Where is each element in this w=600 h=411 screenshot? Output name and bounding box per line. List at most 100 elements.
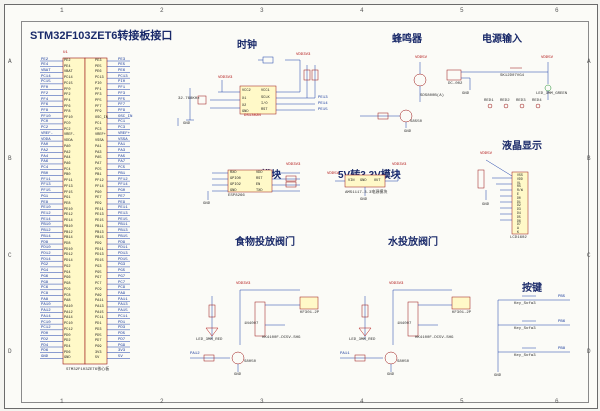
mcu-ref: U1: [63, 51, 68, 55]
rtc-pin-vcc1: VCC1: [261, 89, 270, 93]
wifi-pin-en: EN: [256, 183, 261, 187]
mcu-left-net-label: PA8: [41, 297, 49, 302]
wifi-vdd3v3: VDD3V3: [286, 163, 301, 167]
mcu-left-pin-label: PE12: [64, 213, 73, 218]
mcu-right-pin-label: PC11: [95, 316, 104, 321]
mcu-right-net-label: PC7: [118, 280, 126, 285]
mcu-left-net-label: PD12: [41, 251, 51, 256]
mcu-left-pin-label: VDDA: [64, 139, 73, 144]
mcu-right-pin-label: PF5: [95, 99, 102, 104]
mcu-right-net-label: PC13: [118, 74, 128, 79]
mcu-left-pin-label: VBAT: [64, 70, 73, 75]
mcu-left-net-label: PA2: [41, 149, 49, 154]
buzzer-transistor: S8550: [410, 120, 423, 124]
title-keys: 按键: [522, 283, 542, 294]
mcu-left-net-label: PE12: [41, 211, 51, 216]
wifi-pin-gpio0: GPIO0: [230, 177, 241, 181]
mcu-left-net-label: PF4: [41, 97, 49, 102]
mcu-right-net-label: PA15: [118, 309, 128, 314]
reg-ref: AMS1117-3.3电源模块: [345, 191, 388, 195]
mcu-left-net-label: PD2: [41, 337, 49, 342]
mcu-right-pin-label: 3V3: [95, 350, 102, 355]
food-net: PA12: [190, 352, 200, 356]
water-net: PA11: [340, 352, 350, 356]
mcu-right-net-label: PG3: [118, 263, 126, 268]
mcu-left-net-label: PF15: [41, 189, 51, 194]
water-led: LED_3MM_RED: [349, 338, 376, 342]
mcu-left-pin-label: PB0: [64, 173, 71, 178]
mcu-left-net-label: PC4: [41, 166, 49, 171]
mcu-right-pin-label: PA1: [95, 144, 102, 149]
mcu-left-pin-label: PC2: [64, 127, 71, 132]
wifi-gnd: GND: [203, 202, 211, 206]
wifi-pin-rxd: RXD: [230, 171, 237, 175]
mcu-left-net-label: PC10: [41, 320, 51, 325]
mcu-left-net-label: PE10: [41, 206, 51, 211]
mcu-left-pin-label: PF13: [64, 184, 73, 189]
mcu-left-net-label: PE4: [41, 63, 49, 68]
mcu-left-pin-label: PG2: [64, 264, 71, 269]
mcu-right-pin-label: PG7: [95, 276, 102, 281]
rtc-pin-x2: X2: [242, 104, 247, 108]
water-vdd3v3: VDD3V3: [389, 282, 404, 286]
mcu-left-pin-label: PF15: [64, 190, 73, 195]
mcu-left-net-label: PE14: [41, 217, 51, 222]
title-stm32: STM32F103ZET6转接板接口: [30, 30, 173, 42]
led-red4: RED4: [532, 99, 542, 103]
mcu-left-pin-label: PF4: [64, 99, 71, 104]
mcu-left-net-label: VREF-: [41, 131, 54, 136]
mcu-left-pin-label: PF2: [64, 93, 71, 98]
mcu-right-pin-label: PC13: [95, 76, 104, 81]
clock-vdd3v3: VDD3V3: [296, 53, 311, 57]
wifi-pin-gnd: GND: [230, 189, 237, 193]
lcd-pin-label: D5: [517, 214, 521, 219]
zone-top-4: 4: [360, 7, 364, 14]
mcu-left-net-label: PF2: [41, 91, 49, 96]
mcu-right-pin-label: PC5: [95, 167, 102, 172]
mcu-left-net-label: PG6: [41, 274, 49, 279]
mcu-right-pin-label: PD9: [95, 242, 102, 247]
buzzer-vdd5v: VDD5V: [415, 56, 428, 60]
mcu-right-net-label: PC5: [118, 166, 126, 171]
lcd-pin-label: D4: [517, 211, 521, 215]
mcu-right-net-label: PF3: [118, 91, 126, 96]
mcu-left-net-label: PD10: [41, 246, 51, 251]
mcu-right-pin-label: PC7: [95, 282, 102, 287]
buzzer-ref: SDS800B(A): [420, 94, 445, 98]
mcu-left-pin-label: PD0: [64, 333, 71, 338]
lcd-pin-label: VDD: [517, 176, 523, 181]
mcu-left-pin-label: PA0: [64, 144, 71, 149]
zone-bottom-5: 5: [460, 398, 464, 405]
mcu-right-net-label: PA1: [118, 143, 126, 148]
food-diode: 1N4007: [244, 322, 259, 326]
mcu-right-pin-label: PE5: [95, 64, 102, 69]
mcu-right-pin-label: PB1: [95, 173, 102, 178]
key-3: Key_Sofa3: [514, 354, 536, 358]
key-1: Key_Sofa3: [514, 302, 536, 306]
mcu-left-net-label: GND: [41, 354, 49, 359]
key-2: Key_Sofa3: [514, 327, 536, 331]
reg-vdd5v: VDD5V: [327, 172, 340, 176]
mcu-name: STM32F103ZET6核心板: [66, 368, 110, 372]
mcu-right-pin-label: PB15: [95, 236, 104, 241]
mcu-left-pin-label: PD14: [64, 259, 73, 264]
mcu-right-pin-label: PD15: [95, 259, 104, 264]
mcu-left-pin-label: PA10: [64, 304, 73, 309]
mcu-left-net-label: PC15: [41, 80, 51, 85]
mcu-left-pin-label: PC15: [64, 81, 73, 86]
lcd-pin-label: D3: [517, 207, 521, 212]
mcu-right-net-label: PF5: [118, 97, 126, 102]
mcu-right-net-label: PB1: [118, 171, 126, 176]
mcu-left-net-label: PC2: [41, 126, 49, 131]
mcu-right-pin-label: PA9: [95, 293, 102, 298]
zone-top-6: 6: [555, 7, 559, 14]
mcu-left-net-label: PC14: [41, 74, 51, 79]
mcu-right-net-label: PG5: [118, 269, 126, 274]
zone-bottom-2: 2: [160, 398, 164, 405]
mcu-left-net-label: PA6: [41, 160, 49, 165]
reg-pin-gnd: GND: [360, 179, 367, 183]
zone-top-1: 1: [60, 7, 64, 14]
mcu-left-pin-label: PA8: [64, 299, 71, 304]
mcu-right-net-label: PC3: [118, 126, 126, 131]
mcu-right-pin-label: PA3: [95, 150, 102, 155]
